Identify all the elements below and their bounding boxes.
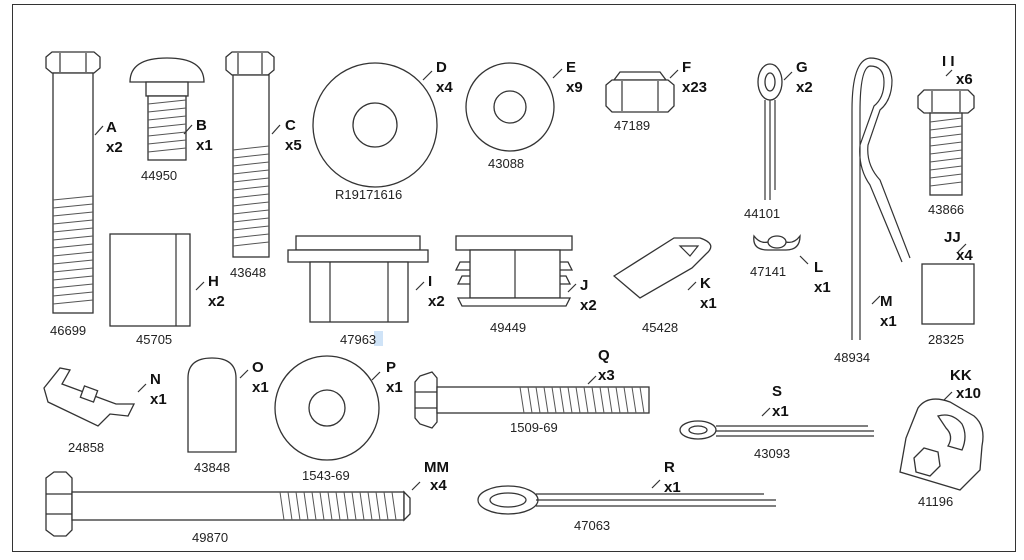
part-kk-qty: x10 bbox=[956, 385, 981, 402]
part-i-number-highlight bbox=[374, 331, 383, 346]
part-h-qty: x2 bbox=[208, 293, 225, 310]
part-p-letter: P bbox=[386, 359, 396, 376]
part-j-number: 49449 bbox=[490, 320, 526, 335]
part-r-cotter-pin bbox=[477, 479, 776, 515]
part-l-qty: x1 bbox=[814, 279, 831, 296]
part-mm-hex-bolt bbox=[45, 471, 421, 537]
part-d-large-washer bbox=[312, 62, 438, 188]
part-h-spacer bbox=[109, 233, 205, 327]
part-m-hairpin-clip bbox=[851, 57, 911, 340]
part-m-number: 48934 bbox=[834, 350, 870, 365]
part-n-bracket bbox=[43, 367, 147, 427]
part-i-number: 47963 bbox=[340, 332, 376, 347]
part-n-letter: N bbox=[150, 371, 161, 388]
part-a-number: 46699 bbox=[50, 323, 86, 338]
part-a-threads bbox=[52, 195, 94, 305]
part-l-letter: L bbox=[814, 259, 823, 276]
part-q-qty: x3 bbox=[598, 367, 615, 384]
part-jj-spacer bbox=[921, 243, 975, 325]
part-o-number: 43848 bbox=[194, 460, 230, 475]
part-ii-letter: I I bbox=[942, 53, 955, 70]
part-ii-number: 43866 bbox=[928, 202, 964, 217]
part-e-letter: E bbox=[566, 59, 576, 76]
part-c-hex-bolt bbox=[225, 51, 281, 258]
part-d-number: R19171616 bbox=[335, 187, 402, 202]
part-kk-clamp bbox=[899, 391, 984, 491]
part-jj-number: 28325 bbox=[928, 332, 964, 347]
part-d-qty: x4 bbox=[436, 79, 453, 96]
part-m-letter: M bbox=[880, 293, 893, 310]
part-o-letter: O bbox=[252, 359, 264, 376]
part-ii-qty: x6 bbox=[956, 71, 973, 88]
part-e-washer bbox=[465, 62, 563, 152]
part-i-qty: x2 bbox=[428, 293, 445, 310]
part-c-letter: C bbox=[285, 117, 296, 134]
part-s-cotter-pin bbox=[679, 407, 874, 440]
part-s-letter: S bbox=[772, 383, 782, 400]
part-f-number: 47189 bbox=[614, 118, 650, 133]
part-g-letter: G bbox=[796, 59, 808, 76]
part-b-carriage-bolt bbox=[129, 57, 205, 161]
part-r-number: 47063 bbox=[574, 518, 610, 533]
part-n-qty: x1 bbox=[150, 391, 167, 408]
part-b-number-label: 44950 bbox=[141, 168, 177, 183]
part-a-letter: A bbox=[106, 119, 117, 136]
part-f-lock-nut bbox=[605, 69, 679, 113]
part-o-end-cap bbox=[187, 357, 249, 453]
part-d-letter: D bbox=[436, 59, 447, 76]
part-e-number: 43088 bbox=[488, 156, 524, 171]
part-jj-letter: JJ bbox=[944, 229, 961, 246]
part-c-qty: x5 bbox=[285, 137, 302, 154]
part-k-number: 45428 bbox=[642, 320, 678, 335]
part-j-tube-plug bbox=[454, 235, 577, 307]
part-r-letter: R bbox=[664, 459, 675, 476]
part-a-qty: x2 bbox=[106, 139, 123, 156]
part-q-letter: Q bbox=[598, 347, 610, 364]
part-b-letter: B bbox=[196, 117, 207, 134]
part-b-qty: x1 bbox=[196, 137, 213, 154]
part-h-number: 45705 bbox=[136, 332, 172, 347]
part-m-qty: x1 bbox=[880, 313, 897, 330]
part-mm-qty: x4 bbox=[430, 477, 447, 494]
part-mm-letter: MM bbox=[424, 459, 449, 476]
part-s-qty: x1 bbox=[772, 403, 789, 420]
part-mm-number: 49870 bbox=[192, 530, 228, 545]
part-a-hex-bolt bbox=[45, 51, 104, 314]
part-s-number: 43093 bbox=[754, 446, 790, 461]
part-p-number: 1543-69 bbox=[302, 468, 350, 483]
part-c-number: 43648 bbox=[230, 265, 266, 280]
part-p-qty: x1 bbox=[386, 379, 403, 396]
part-p-washer bbox=[274, 355, 381, 461]
part-e-qty: x9 bbox=[566, 79, 583, 96]
part-i-flange-bushing bbox=[287, 235, 429, 323]
part-h-letter: H bbox=[208, 273, 219, 290]
part-jj-qty: x4 bbox=[956, 247, 973, 264]
part-g-cotter-pin bbox=[757, 63, 793, 200]
part-f-letter: F bbox=[682, 59, 691, 76]
part-o-qty: x1 bbox=[252, 379, 269, 396]
part-g-qty: x2 bbox=[796, 79, 813, 96]
part-j-qty: x2 bbox=[580, 297, 597, 314]
part-i-letter: I bbox=[428, 273, 432, 290]
part-kk-number: 41196 bbox=[918, 494, 953, 509]
part-k-letter: K bbox=[700, 275, 711, 292]
part-ii-hex-bolt bbox=[917, 69, 975, 196]
part-q-hex-bolt bbox=[414, 371, 650, 429]
sheet-border bbox=[12, 4, 1016, 552]
part-k-tag bbox=[612, 237, 712, 299]
part-q-number: 1509-69 bbox=[510, 420, 558, 435]
part-g-number: 44101 bbox=[744, 206, 780, 221]
part-l-wing-nut bbox=[753, 234, 809, 265]
part-l-number: 47141 bbox=[750, 264, 786, 279]
part-n-number: 24858 bbox=[68, 440, 104, 455]
part-f-qty: x23 bbox=[682, 79, 707, 96]
part-kk-letter: KK bbox=[950, 367, 972, 384]
part-j-letter: J bbox=[580, 277, 588, 294]
part-k-qty: x1 bbox=[700, 295, 717, 312]
part-r-qty: x1 bbox=[664, 479, 681, 496]
